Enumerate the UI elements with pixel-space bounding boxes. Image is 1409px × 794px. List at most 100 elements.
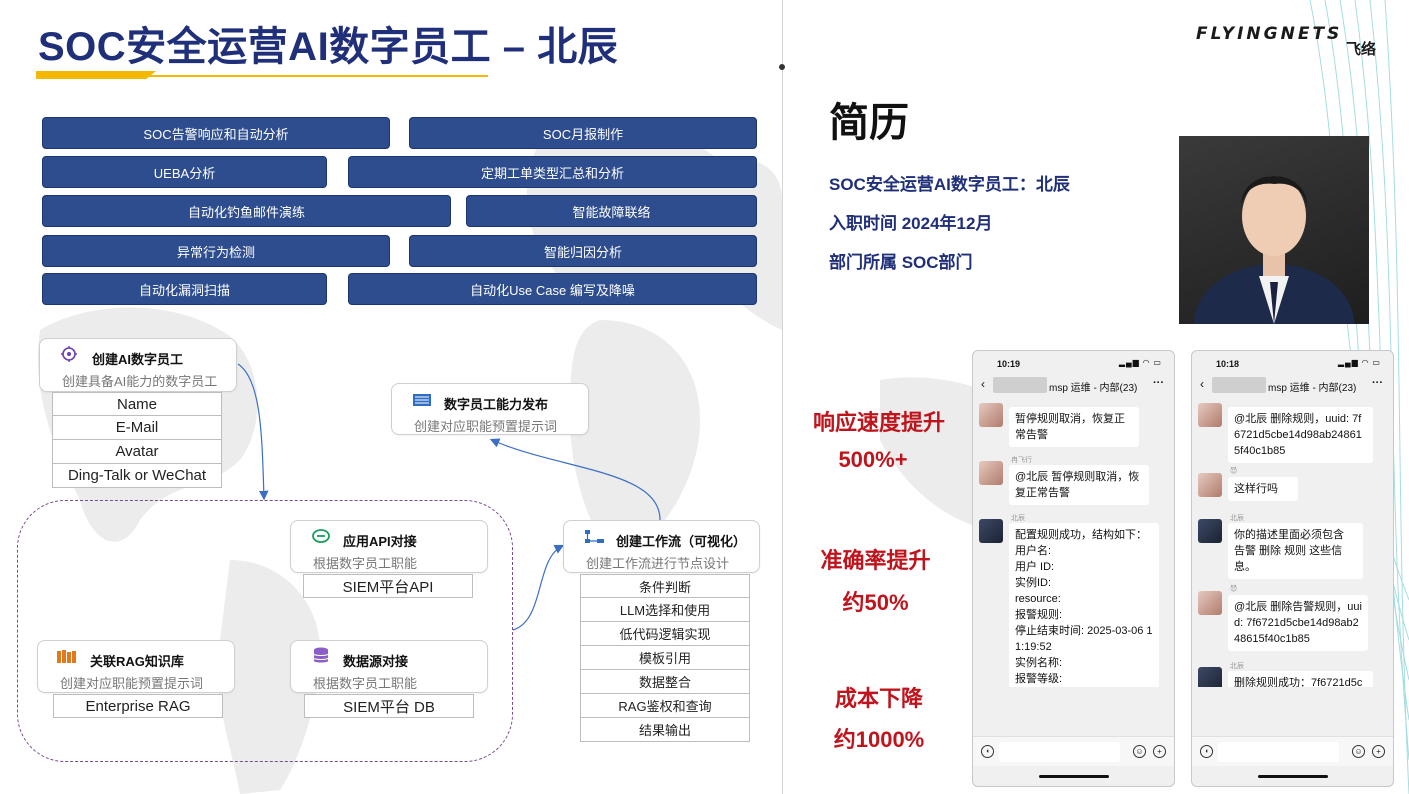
divider-dot: [779, 64, 785, 70]
books-icon: [57, 650, 76, 663]
list-panel-icon: [413, 394, 431, 406]
rag-knowledge-card[interactable]: 关联RAG知识库 创建对应职能预置提示词: [37, 640, 235, 693]
phone-time: 10:18: [1216, 359, 1240, 369]
stat-label: 响应速度提升: [812, 410, 945, 435]
card-subtitle: 创建具备AI能力的数字员工: [62, 374, 218, 389]
publish-capability-card[interactable]: 数字员工能力发布 创建对应职能预置提示词: [391, 383, 589, 435]
workflow-step: 低代码逻辑实现: [580, 622, 750, 646]
workflow-step: LLM选择和使用: [580, 598, 750, 622]
datasource-item: SIEM平台 DB: [304, 694, 474, 718]
ai-brain-icon: [61, 346, 77, 362]
phone-chat-screenshot-2: 10:18▂▄▆ ◠ ▭ ‹ msp 运维 - 内部(23) ··· @北辰 删…: [1191, 350, 1394, 787]
card-title: 创建AI数字员工: [92, 352, 184, 367]
emoji-icon[interactable]: ☺: [1133, 745, 1146, 758]
app-api-table: SIEM平台API: [303, 574, 473, 598]
title-underline: [36, 71, 488, 79]
rag-item: Enterprise RAG: [53, 694, 223, 718]
avatar: [979, 403, 1003, 427]
field-avatar: Avatar: [52, 440, 222, 464]
api-link-icon: [312, 529, 330, 543]
plus-icon[interactable]: +: [1153, 745, 1166, 758]
capability-pill: 智能归因分析: [409, 235, 757, 267]
message-input[interactable]: [1218, 742, 1339, 762]
avatar: [1198, 591, 1222, 615]
page-title: SOC安全运营AI数字员工 – 北辰: [38, 25, 619, 69]
resume-department: 部门所属 SOC部门: [829, 253, 973, 272]
avatar: [979, 519, 1003, 543]
stat-label: 成本下降: [834, 686, 923, 711]
plus-icon[interactable]: +: [1372, 745, 1385, 758]
rag-table: Enterprise RAG: [53, 694, 223, 718]
create-ai-employee-card[interactable]: 创建AI数字员工 创建具备AI能力的数字员工: [39, 338, 237, 392]
card-title: 数据源对接: [343, 654, 409, 669]
more-icon[interactable]: ···: [1153, 377, 1164, 389]
api-item: SIEM平台API: [303, 574, 473, 598]
capability-pill: 自动化Use Case 编写及降噪: [348, 273, 757, 305]
avatar: [1198, 667, 1222, 687]
capability-pill: SOC月报制作: [409, 117, 757, 149]
employee-fields-table: Name E-Mail Avatar Ding-Talk or WeChat: [52, 392, 222, 488]
workflow-steps-table: 条件判断 LLM选择和使用 低代码逻辑实现 模板引用 数据整合 RAG鉴权和查询…: [580, 574, 750, 742]
phone-chat-screenshot-1: 10:19▂▄▆ ◠ ▭ ‹ msp 运维 - 内部(23) ··· 暂停规则取…: [972, 350, 1175, 787]
employee-avatar: [1179, 136, 1369, 324]
stat-value: 约1000%: [833, 727, 925, 752]
chat-name: msp 运维 - 内部(23): [1049, 383, 1138, 394]
datasource-table: SIEM平台 DB: [304, 694, 474, 718]
card-title: 创建工作流（可视化）: [616, 534, 747, 549]
card-title: 关联RAG知识库: [90, 654, 184, 669]
stat-value: 500%+: [838, 447, 908, 472]
workflow-step: RAG鉴权和查询: [580, 694, 750, 718]
capability-pill: 定期工单类型汇总和分析: [348, 156, 757, 188]
database-icon: [313, 647, 329, 663]
home-indicator: [1038, 775, 1109, 778]
stat-label: 准确率提升: [820, 548, 931, 573]
more-icon[interactable]: ···: [1372, 377, 1383, 389]
resume-name: SOC安全运营AI数字员工：北辰: [829, 175, 1070, 194]
card-subtitle: 创建工作流进行节点设计: [586, 556, 730, 571]
home-indicator: [1257, 775, 1328, 778]
chat-name: msp 运维 - 内部(23): [1268, 383, 1357, 394]
voice-icon[interactable]: ◖: [981, 745, 994, 758]
card-title: 应用API对接: [343, 534, 417, 549]
phone-time: 10:19: [997, 359, 1021, 369]
workflow-step: 结果输出: [580, 718, 750, 742]
workflow-step: 数据整合: [580, 670, 750, 694]
redacted-block: [1212, 377, 1266, 393]
workflow-nodes-icon: [585, 530, 604, 543]
company-logo: FLYINGNETS 飞络: [1196, 24, 1376, 58]
capability-pill: 智能故障联络: [466, 195, 757, 227]
field-im: Ding-Talk or WeChat: [52, 464, 222, 488]
avatar: [1198, 403, 1222, 427]
avatar: [1198, 473, 1222, 497]
card-subtitle: 创建对应职能预置提示词: [60, 676, 204, 691]
capability-pill: 自动化钓鱼邮件演练: [42, 195, 451, 227]
card-subtitle: 创建对应职能预置提示词: [414, 419, 558, 434]
back-arrow-icon[interactable]: ‹: [981, 377, 985, 391]
avatar: [1198, 519, 1222, 543]
logo-text-cn: 飞络: [1346, 41, 1377, 58]
workflow-step: 模板引用: [580, 646, 750, 670]
workflow-card[interactable]: 创建工作流（可视化） 创建工作流进行节点设计: [563, 520, 760, 573]
field-name: Name: [52, 392, 222, 416]
voice-icon[interactable]: ◖: [1200, 745, 1213, 758]
integration-group-outline: [17, 500, 513, 762]
workflow-step: 条件判断: [580, 574, 750, 598]
redacted-block: [993, 377, 1047, 393]
field-email: E-Mail: [52, 416, 222, 440]
back-arrow-icon[interactable]: ‹: [1200, 377, 1204, 391]
datasource-card[interactable]: 数据源对接 根据数字员工职能: [290, 640, 488, 693]
avatar: [979, 461, 1003, 485]
vertical-divider: [782, 0, 783, 794]
card-subtitle: 根据数字员工职能: [313, 556, 418, 571]
app-api-card[interactable]: 应用API对接 根据数字员工职能: [290, 520, 488, 573]
message-input[interactable]: [999, 742, 1120, 762]
capability-pill: 自动化漏洞扫描: [42, 273, 327, 305]
emoji-icon[interactable]: ☺: [1352, 745, 1365, 758]
resume-heading: 简历: [829, 101, 909, 145]
stat-value: 约50%: [842, 590, 909, 615]
resume-join-date: 入职时间 2024年12月: [829, 214, 993, 233]
capability-pill: UEBA分析: [42, 156, 327, 188]
card-subtitle: 根据数字员工职能: [313, 676, 418, 691]
logo-text-en: FLYINGNETS: [1196, 24, 1343, 44]
capability-pill: 异常行为检测: [42, 235, 390, 267]
